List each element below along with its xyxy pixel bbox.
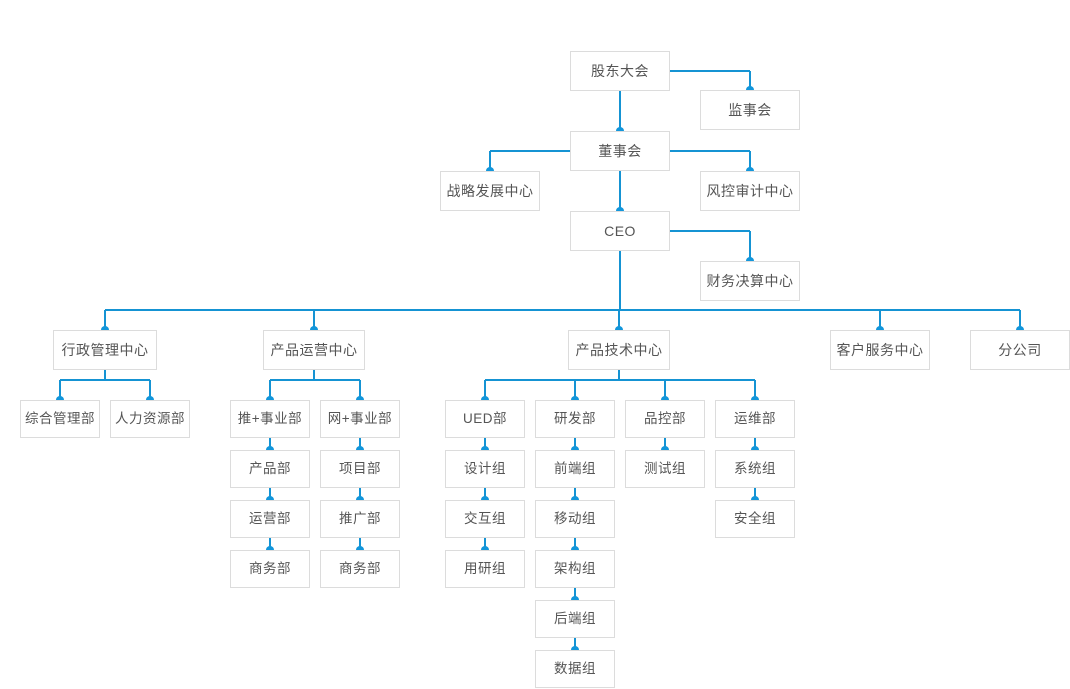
org-node[interactable]: 商务部	[230, 550, 310, 588]
org-node[interactable]: 用研组	[445, 550, 525, 588]
org-node[interactable]: 商务部	[320, 550, 400, 588]
org-node-label: 战略发展中心	[446, 183, 534, 199]
org-node-label: 产品技术中心	[575, 342, 663, 358]
org-node-label: 运营部	[249, 511, 291, 527]
org-node[interactable]: 行政管理中心	[53, 330, 157, 370]
org-node[interactable]: UED部	[445, 400, 525, 438]
org-node-label: 人力资源部	[115, 411, 185, 427]
org-node[interactable]: 分公司	[970, 330, 1070, 370]
org-node[interactable]: 财务决算中心	[700, 261, 800, 301]
org-node-label: 前端组	[554, 461, 596, 477]
org-node-label: 网+事业部	[327, 411, 393, 427]
org-node-label: 分公司	[998, 342, 1042, 358]
org-node-label: 推+事业部	[237, 411, 303, 427]
org-node[interactable]: 董事会	[570, 131, 670, 171]
org-node[interactable]: 战略发展中心	[440, 171, 540, 211]
org-node-label: 客户服务中心	[836, 342, 924, 358]
org-node-label: 研发部	[554, 411, 596, 427]
org-node[interactable]: 设计组	[445, 450, 525, 488]
org-node-label: 推广部	[339, 511, 381, 527]
org-node-label: 股东大会	[591, 63, 649, 79]
org-node[interactable]: 系统组	[715, 450, 795, 488]
org-node-label: UED部	[462, 411, 507, 427]
org-node-label: 移动组	[554, 511, 596, 527]
org-node-label: 产品部	[249, 461, 291, 477]
org-node-label: 品控部	[644, 411, 686, 427]
org-node-label: 产品运营中心	[270, 342, 358, 358]
org-node-label: 财务决算中心	[706, 273, 794, 289]
org-node[interactable]: 推+事业部	[230, 400, 310, 438]
org-node[interactable]: 项目部	[320, 450, 400, 488]
org-node[interactable]: 移动组	[535, 500, 615, 538]
org-node[interactable]: CEO	[570, 211, 670, 251]
org-node[interactable]: 产品部	[230, 450, 310, 488]
org-node-label: 后端组	[554, 611, 596, 627]
org-node[interactable]: 人力资源部	[110, 400, 190, 438]
org-node[interactable]: 运维部	[715, 400, 795, 438]
org-node[interactable]: 推广部	[320, 500, 400, 538]
org-node[interactable]: 测试组	[625, 450, 705, 488]
org-node[interactable]: 运营部	[230, 500, 310, 538]
org-node-label: 运维部	[734, 411, 776, 427]
org-node-label: 数据组	[554, 661, 596, 677]
org-node[interactable]: 产品技术中心	[568, 330, 670, 370]
org-node-label: 用研组	[464, 561, 506, 577]
org-node[interactable]: 数据组	[535, 650, 615, 688]
org-node-label: 设计组	[464, 461, 506, 477]
org-node[interactable]: 产品运营中心	[263, 330, 365, 370]
org-node[interactable]: 股东大会	[570, 51, 670, 91]
org-node-label: 测试组	[644, 461, 686, 477]
org-node-label: 交互组	[464, 511, 506, 527]
org-node[interactable]: 前端组	[535, 450, 615, 488]
org-node[interactable]: 后端组	[535, 600, 615, 638]
org-node-label: 架构组	[554, 561, 596, 577]
org-node-label: 综合管理部	[25, 411, 95, 427]
org-node[interactable]: 综合管理部	[20, 400, 100, 438]
org-node-label: 安全组	[734, 511, 776, 527]
org-node-label: 系统组	[734, 461, 776, 477]
org-node[interactable]: 客户服务中心	[830, 330, 930, 370]
org-node[interactable]: 交互组	[445, 500, 525, 538]
org-node-label: 项目部	[339, 461, 381, 477]
org-node[interactable]: 风控审计中心	[700, 171, 800, 211]
org-node-label: 董事会	[598, 143, 642, 159]
org-node-label: 商务部	[339, 561, 381, 577]
org-node[interactable]: 监事会	[700, 90, 800, 130]
org-node-label: 监事会	[728, 102, 772, 118]
org-node-label: 商务部	[249, 561, 291, 577]
org-node[interactable]: 安全组	[715, 500, 795, 538]
org-node[interactable]: 研发部	[535, 400, 615, 438]
org-node[interactable]: 网+事业部	[320, 400, 400, 438]
org-node-label: CEO	[604, 223, 636, 239]
org-node[interactable]: 品控部	[625, 400, 705, 438]
org-node-label: 风控审计中心	[706, 183, 794, 199]
org-node-label: 行政管理中心	[61, 342, 149, 358]
org-node[interactable]: 架构组	[535, 550, 615, 588]
